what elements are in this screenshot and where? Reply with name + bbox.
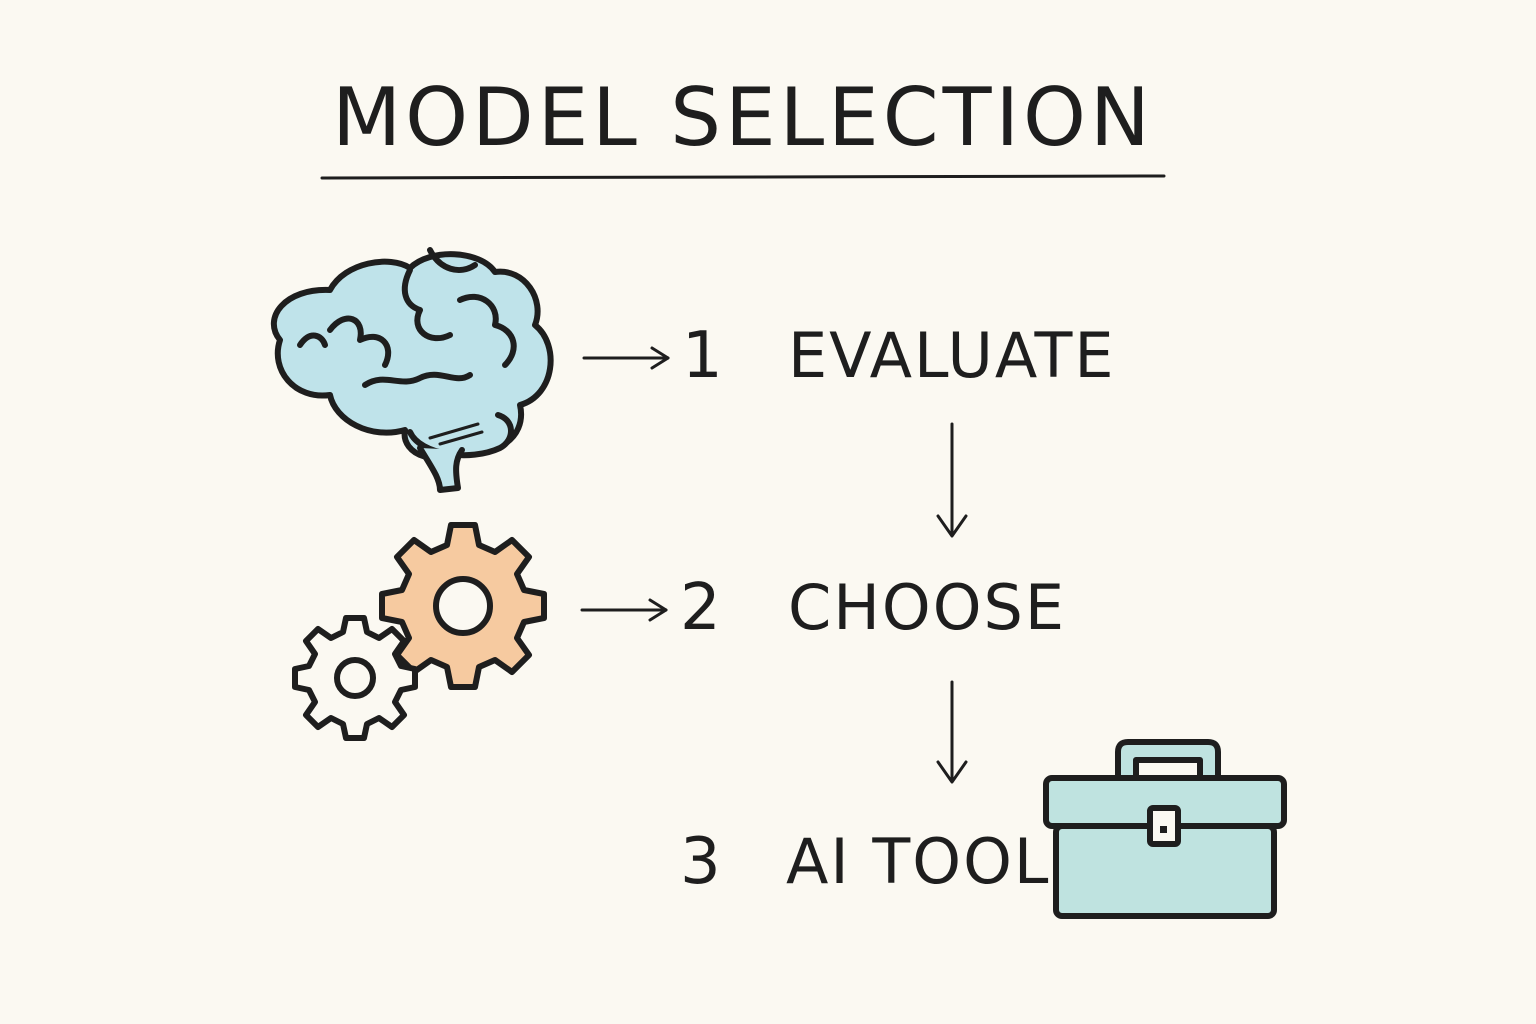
arrow-step-1-to-2 bbox=[936, 422, 968, 538]
step-2-number: 2 bbox=[680, 571, 721, 645]
step-3-label: AI TOOL bbox=[786, 825, 1051, 898]
step-2-label: CHOOSE bbox=[788, 571, 1067, 644]
step-1-label: EVALUATE bbox=[788, 319, 1116, 392]
step-1-number: 1 bbox=[682, 319, 723, 393]
arrow-to-step-2 bbox=[580, 598, 668, 622]
title-underline bbox=[320, 174, 1166, 180]
gears-icon bbox=[292, 522, 547, 741]
arrow-step-2-to-3 bbox=[936, 680, 968, 784]
step-3-number: 3 bbox=[680, 825, 721, 899]
diagram-title: MODEL SELECTION bbox=[332, 71, 1154, 164]
toolbox-icon bbox=[1043, 739, 1287, 919]
brain-icon bbox=[271, 247, 554, 493]
arrow-to-step-1 bbox=[582, 346, 670, 370]
